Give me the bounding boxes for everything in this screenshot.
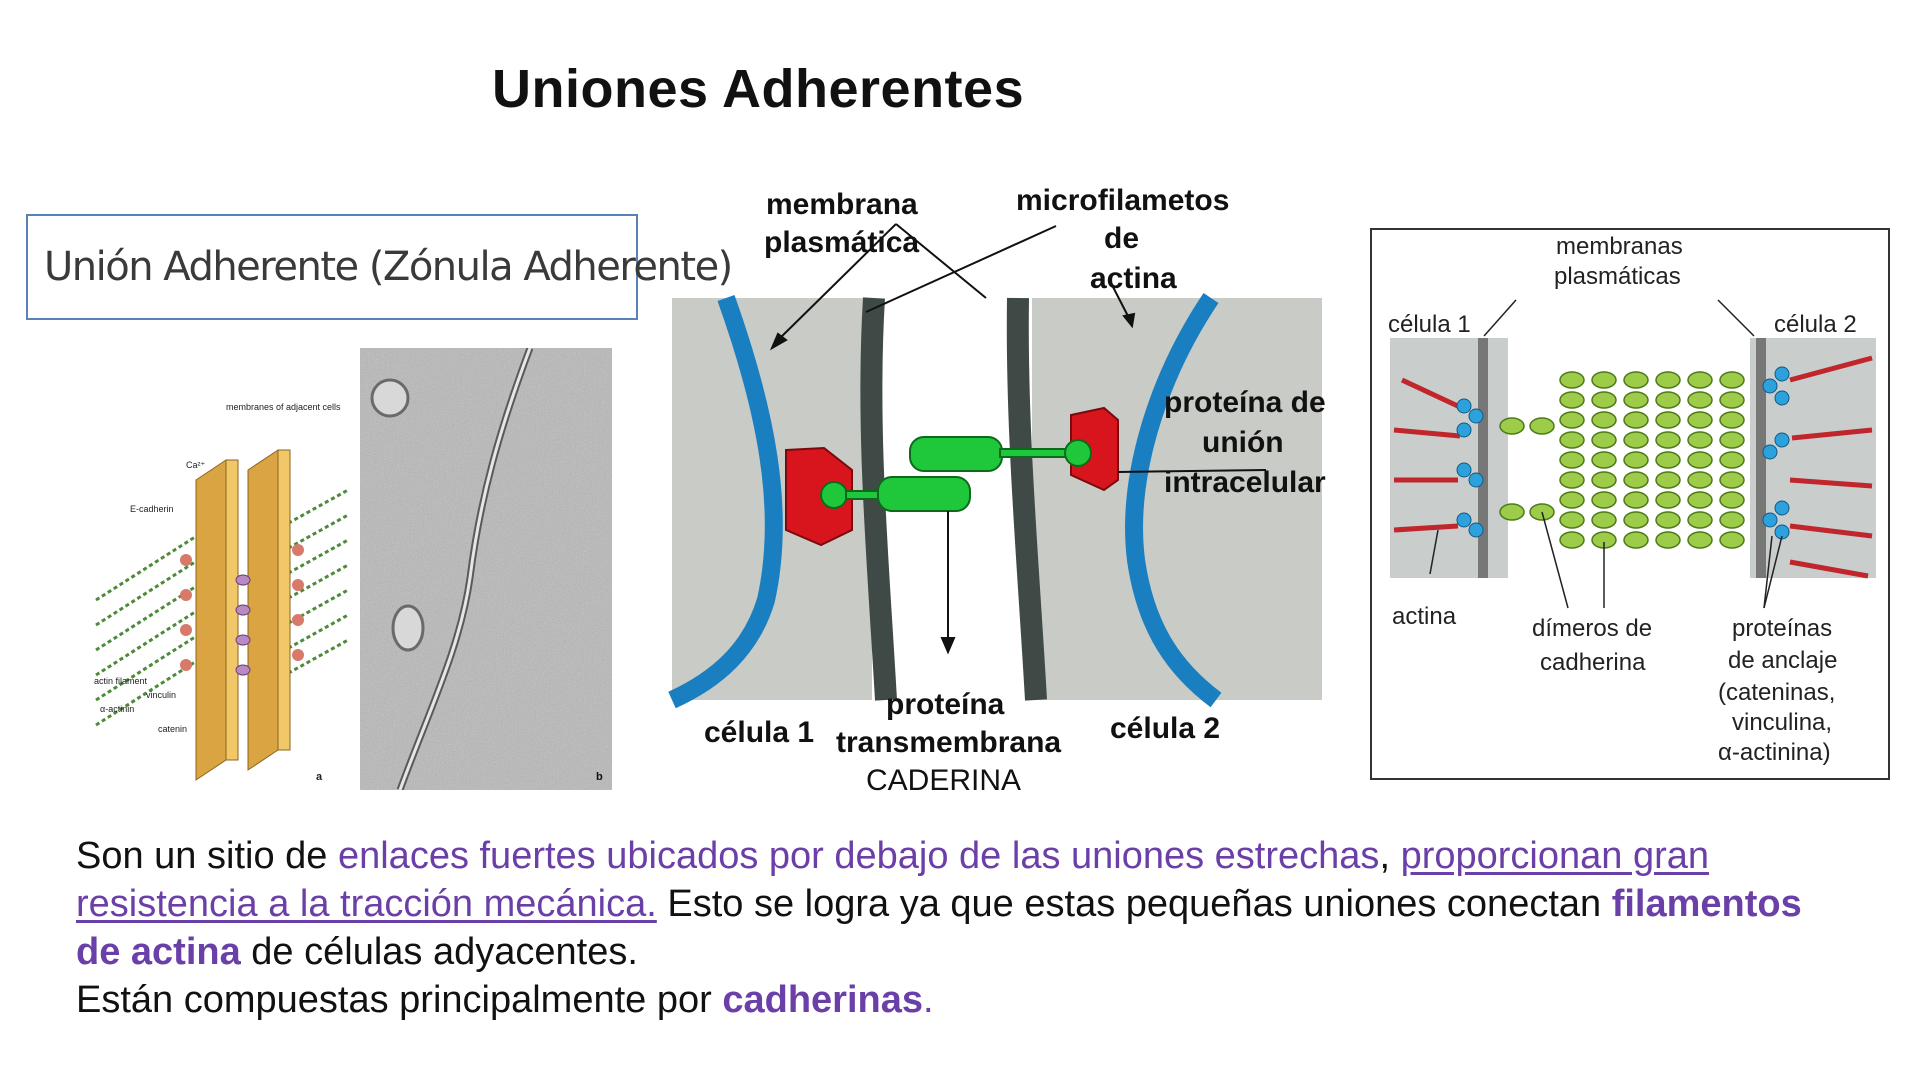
caption-box: Unión Adherente (Zónula Adherente) (26, 214, 733, 320)
label-transmembrana-1: proteína (886, 688, 1005, 721)
label-catenin: catenin (158, 724, 187, 734)
anchor-protein-right (1070, 406, 1119, 492)
label-celula-2-right: célula 2 (1774, 311, 1857, 338)
label-proteina-union-3: intracelular (1164, 466, 1326, 499)
slide-title: Uniones Adherentes (492, 59, 1025, 119)
label-dimeros-2: cadherina (1540, 649, 1646, 676)
para-bold-cadherinas: cadherinas (722, 979, 923, 1021)
label-celula-2: célula 2 (1110, 712, 1220, 745)
para-text: Son un sitio de (76, 835, 338, 877)
label-dimeros-1: dímeros de (1532, 615, 1652, 642)
label-actina: actina (1392, 603, 1457, 630)
label-celula-1: célula 1 (704, 716, 814, 749)
label-anclaje-4: vinculina, (1732, 709, 1832, 736)
para-text: Están compuestas principalmente por (76, 979, 723, 1021)
label-anclaje-3: (cateninas, (1718, 679, 1835, 706)
label-proteina-union-1: proteína de (1164, 386, 1326, 419)
label-vinculin: vinculin (146, 690, 176, 700)
label-transmembrana-2: transmembrana (836, 726, 1061, 759)
panel-label-a: a (316, 771, 323, 783)
caption-text: Unión Adherente (Zónula Adherente) (44, 244, 733, 290)
label-ecadherin: E-cadherin (130, 504, 174, 514)
label-membranas-2: plasmáticas (1554, 263, 1681, 290)
label-membrana-2: plasmática (764, 226, 919, 259)
label-membranas-1: membranas (1556, 233, 1683, 260)
label-anclaje-5: α-actinina) (1718, 739, 1831, 766)
label-calcium: Ca²⁺ (186, 460, 206, 470)
label-proteina-union-2: unión (1202, 426, 1284, 459)
para-text: Esto se logra ya que estas pequeñas unio… (656, 883, 1612, 925)
label-caderina: CADERINA (866, 764, 1021, 797)
label-membrana-1: membrana (766, 188, 918, 221)
label-membranes: membranes of adjacent cells (226, 402, 341, 412)
label-anclaje-1: proteínas (1732, 615, 1832, 642)
label-alpha-actinin: α-actinin (100, 704, 134, 714)
filament-right (1006, 297, 1047, 701)
membrane-left (668, 294, 783, 709)
para-text: de células adyacentes. (240, 931, 638, 973)
label-micro-1: microfilametos (1016, 184, 1229, 217)
cadherin-molecule (820, 436, 1092, 512)
para-highlight-enlaces: enlaces fuertes ubicados por debajo de l… (337, 835, 1380, 877)
label-actin: actin filament (94, 676, 148, 686)
label-micro-3: actina (1090, 262, 1177, 295)
adherens-3d-diagram: membranes of adjacent cells Ca²⁺ E-cadhe… (86, 380, 356, 790)
para-period: . (923, 979, 934, 1021)
label-anclaje-2: de anclaje (1728, 647, 1837, 674)
membrane-right (1125, 292, 1222, 708)
cadherin-dimer-diagram: membranas plasmáticas célula 1 célula 2 … (1370, 228, 1890, 780)
anchor-protein-left (785, 446, 853, 547)
para-underline-resistencia: proporcionan gran resistencia a la tracc… (76, 835, 1709, 925)
label-micro-2: de (1104, 222, 1139, 255)
cadherin-main-diagram: membrana plasmática microfilametos de ac… (656, 180, 1336, 800)
label-celula-1-right: célula 1 (1388, 311, 1471, 338)
para-text: , (1379, 835, 1401, 877)
panel-label-b: b (596, 771, 603, 783)
description-paragraph: Son un sitio de enlaces fuertes ubicados… (76, 832, 1846, 1024)
electron-micrograph: b (360, 346, 612, 792)
para-bold-filamentos: filamentos de actina (76, 883, 1802, 973)
